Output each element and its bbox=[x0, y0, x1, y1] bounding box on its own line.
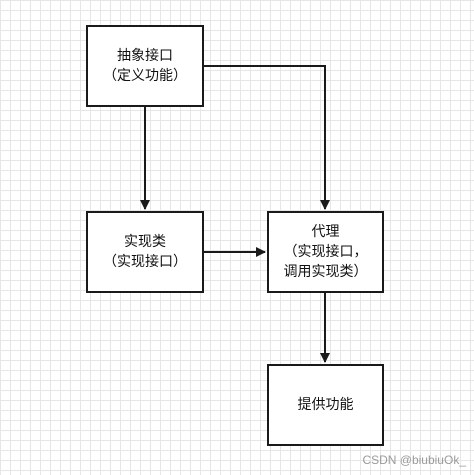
watermark: CSDN @biubiuOk_ bbox=[362, 453, 466, 467]
provide-function-box: 提供功能 bbox=[267, 364, 384, 446]
implementation-class-title: 实现类 bbox=[124, 234, 166, 250]
implementation-class-subtitle: （实现接口） bbox=[103, 254, 187, 270]
proxy-box: 代理 （实现接口， 调用实现类） bbox=[267, 211, 384, 293]
provide-function-title: 提供功能 bbox=[297, 397, 354, 413]
proxy-title: 代理 bbox=[311, 224, 340, 240]
implementation-class-box: 实现类 （实现接口） bbox=[86, 211, 204, 293]
abstract-interface-box: 抽象接口 （定义功能） bbox=[86, 25, 204, 107]
proxy-subtitle-line1: （实现接口， bbox=[283, 244, 368, 260]
abstract-interface-subtitle: （定义功能） bbox=[103, 68, 187, 84]
proxy-subtitle-line2: 调用实现类） bbox=[283, 264, 368, 280]
abstract-interface-title: 抽象接口 bbox=[117, 48, 173, 64]
arrow-interface-to-proxy bbox=[204, 65, 330, 210]
